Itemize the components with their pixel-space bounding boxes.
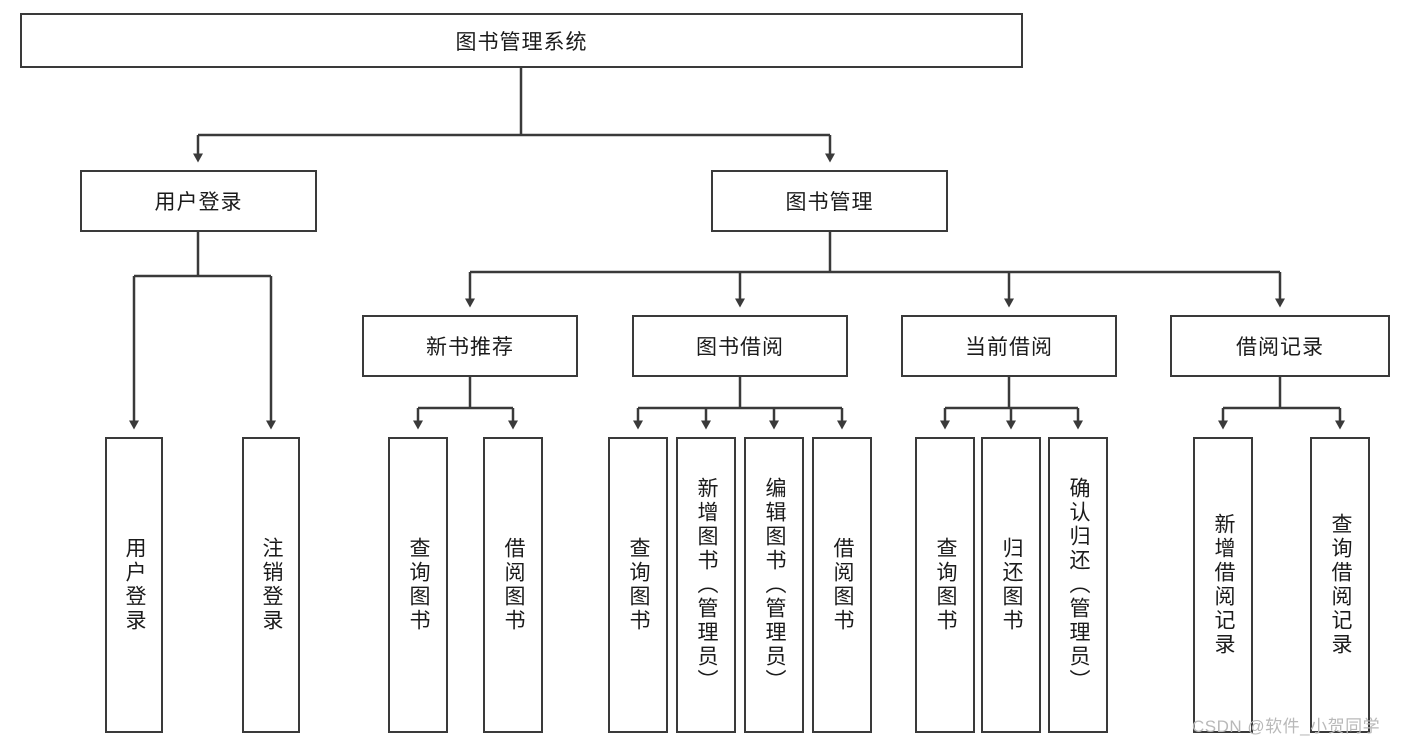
node-label: 借阅图书: [502, 537, 526, 633]
node-leaf-user-login[interactable]: 用户登录: [105, 437, 163, 733]
node-borrow-record[interactable]: 借阅记录: [1170, 315, 1390, 377]
node-leaf-add-record[interactable]: 新增借阅记录: [1193, 437, 1253, 733]
node-leaf-borrow-book-1[interactable]: 借阅图书: [483, 437, 543, 733]
node-label: 查询图书: [627, 537, 651, 633]
node-leaf-query-book-2[interactable]: 查询图书: [608, 437, 668, 733]
node-label: 用户登录: [123, 537, 147, 633]
node-leaf-return-book[interactable]: 归还图书: [981, 437, 1041, 733]
node-label: 借阅图书: [831, 537, 855, 633]
node-label: 图书管理: [785, 191, 874, 214]
node-label: 归还图书: [1000, 537, 1024, 633]
node-label: 图书管理系统: [455, 30, 588, 54]
node-label: 查询借阅记录: [1329, 513, 1353, 657]
watermark-text: CSDN @软件_小贺同学: [1192, 717, 1381, 736]
node-label: 注销登录: [260, 537, 284, 633]
node-label: 新增图书（管理员）: [695, 477, 719, 693]
node-label: 编辑图书（管理员）: [763, 477, 787, 693]
node-label: 当前借阅: [965, 336, 1053, 359]
node-label: 借阅记录: [1236, 336, 1324, 359]
node-book-management[interactable]: 图书管理: [711, 170, 948, 232]
node-leaf-confirm-return[interactable]: 确认归还（管理员）: [1048, 437, 1108, 733]
node-book-borrow[interactable]: 图书借阅: [632, 315, 848, 377]
node-leaf-query-book-3[interactable]: 查询图书: [915, 437, 975, 733]
node-label: 图书借阅: [696, 336, 784, 359]
node-user-login[interactable]: 用户登录: [80, 170, 317, 232]
node-label: 新增借阅记录: [1212, 513, 1236, 657]
node-leaf-query-record[interactable]: 查询借阅记录: [1310, 437, 1370, 733]
node-label: 查询图书: [407, 537, 431, 633]
node-label: 查询图书: [934, 537, 958, 633]
node-new-book-recommend[interactable]: 新书推荐: [362, 315, 578, 377]
node-leaf-query-book-1[interactable]: 查询图书: [388, 437, 448, 733]
node-leaf-logout[interactable]: 注销登录: [242, 437, 300, 733]
node-leaf-add-book[interactable]: 新增图书（管理员）: [676, 437, 736, 733]
node-current-borrow[interactable]: 当前借阅: [901, 315, 1117, 377]
node-label: 新书推荐: [426, 336, 514, 359]
node-label: 用户登录: [154, 191, 243, 214]
node-leaf-borrow-book-2[interactable]: 借阅图书: [812, 437, 872, 733]
node-label: 确认归还（管理员）: [1067, 477, 1091, 693]
node-leaf-edit-book[interactable]: 编辑图书（管理员）: [744, 437, 804, 733]
node-root-system[interactable]: 图书管理系统: [20, 13, 1023, 68]
